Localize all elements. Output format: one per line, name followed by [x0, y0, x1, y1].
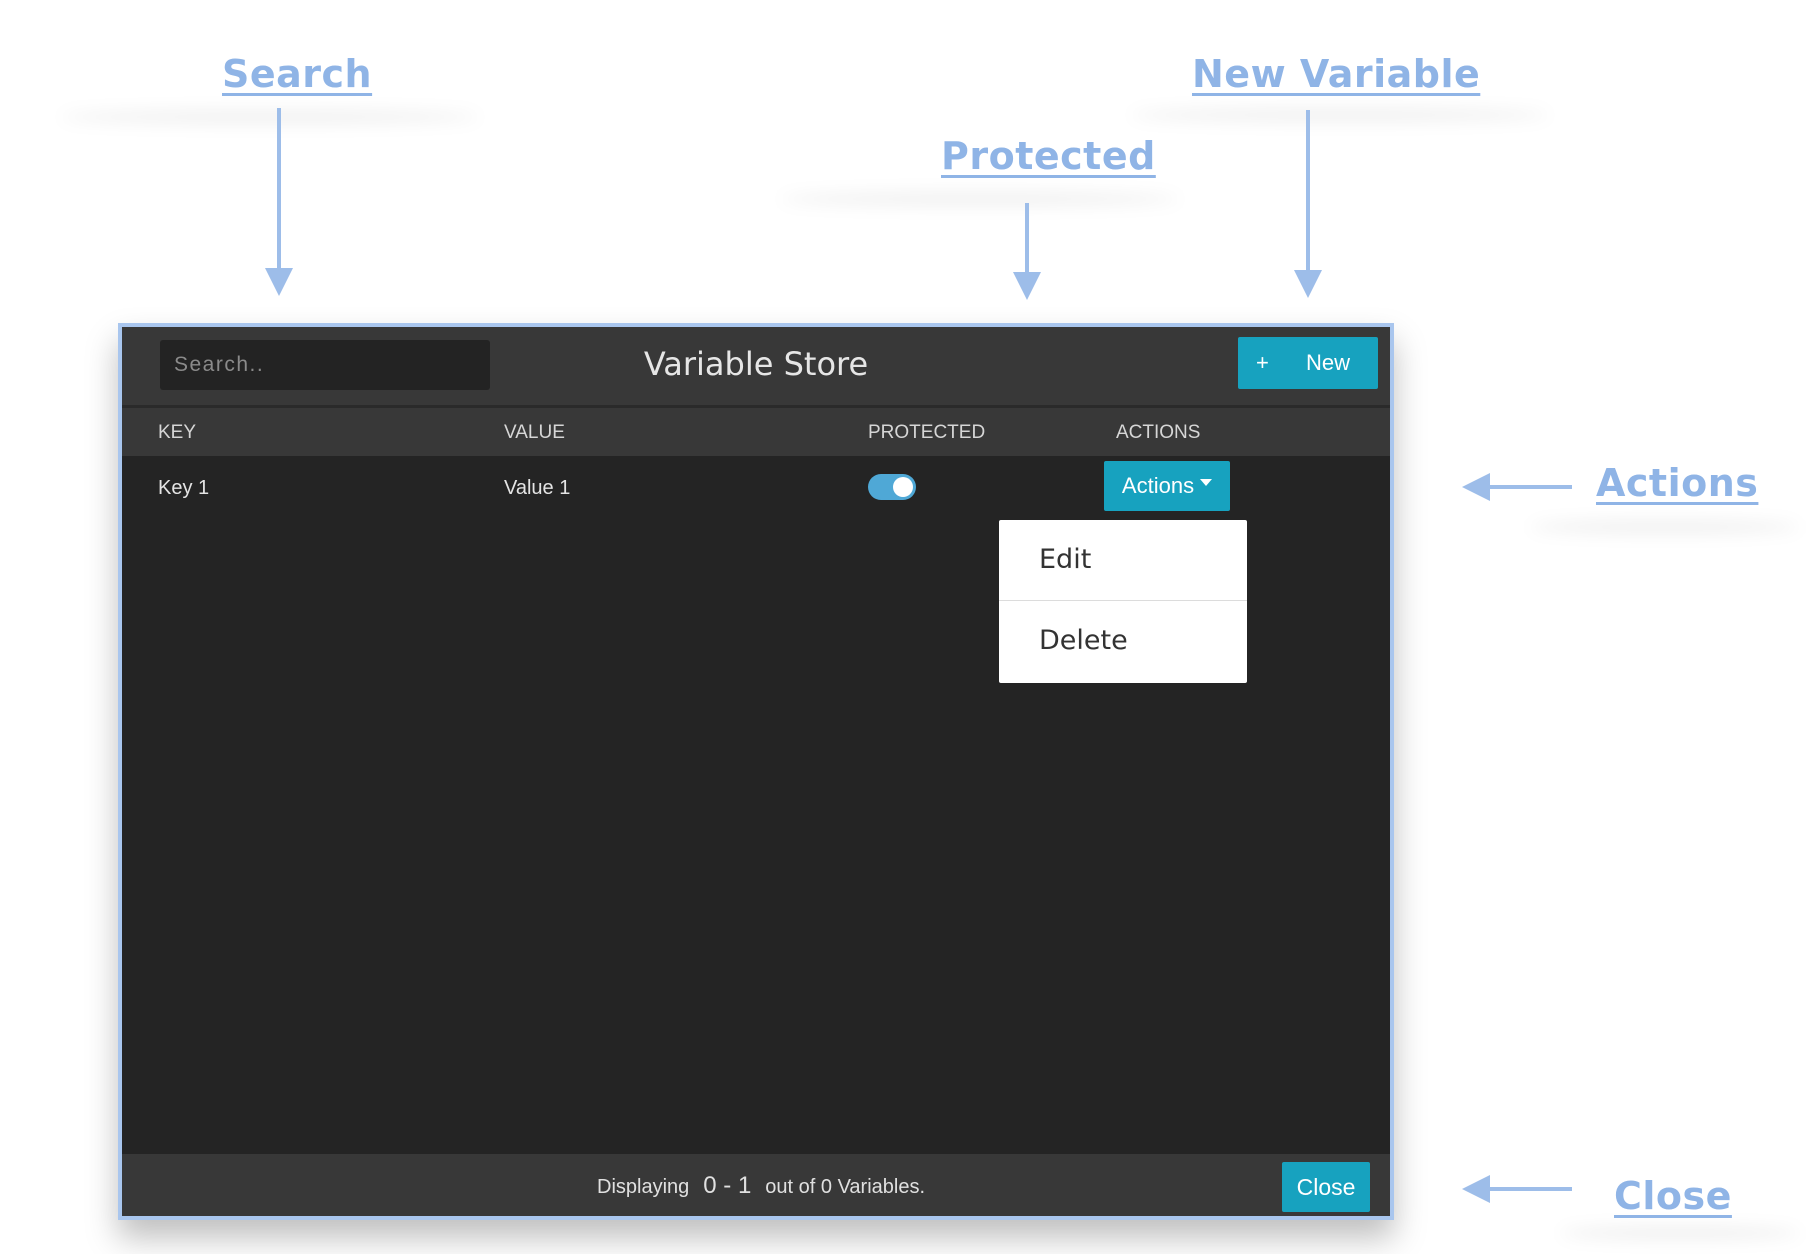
new-variable-button[interactable]: + New: [1238, 337, 1378, 389]
arrow-down-icon: [265, 108, 293, 296]
annotation-close: Close: [1614, 1174, 1732, 1218]
arrow-left-icon: [1462, 1175, 1572, 1203]
annotation-shadow: [60, 110, 480, 124]
footer-suffix: out of 0 Variables.: [765, 1176, 926, 1198]
variable-store-modal: Variable Store + New KEY VALUE PROTECTED…: [118, 323, 1394, 1220]
actions-dropdown-menu: Edit Delete: [999, 520, 1247, 683]
column-header-key: KEY: [158, 422, 197, 443]
footer-prefix: Displaying: [597, 1176, 690, 1198]
actions-button-label: Actions: [1121, 473, 1195, 498]
annotation-new-variable: New Variable: [1192, 52, 1481, 96]
search-input[interactable]: [160, 340, 490, 390]
modal-title: Variable Store: [643, 345, 869, 383]
column-header-protected: PROTECTED: [868, 422, 986, 443]
close-button[interactable]: Close: [1282, 1162, 1370, 1212]
row-value: Value 1: [504, 477, 571, 499]
annotation-shadow: [1560, 1226, 1800, 1240]
pagination-summary: Displaying 0 - 1 out of 0 Variables.: [597, 1172, 925, 1200]
footer-range: 0 - 1: [703, 1172, 752, 1199]
modal-header: Variable Store + New: [122, 327, 1390, 408]
arrow-down-icon: [1013, 203, 1041, 300]
annotation-shadow: [1130, 108, 1550, 122]
arrow-left-icon: [1462, 473, 1572, 501]
dropdown-item-edit[interactable]: Edit: [1039, 544, 1092, 575]
annotation-shadow: [1530, 520, 1800, 534]
actions-dropdown-button[interactable]: Actions: [1104, 461, 1230, 511]
annotation-actions: Actions: [1596, 461, 1759, 505]
plus-icon: +: [1256, 350, 1269, 375]
caret-down-icon: [1200, 478, 1213, 486]
dropdown-item-delete[interactable]: Delete: [1039, 625, 1128, 656]
annotation-shadow: [780, 192, 1180, 206]
protected-toggle[interactable]: [868, 474, 916, 500]
table-header: KEY VALUE PROTECTED ACTIONS: [122, 408, 1390, 456]
annotation-protected: Protected: [941, 134, 1156, 178]
arrow-down-icon: [1294, 110, 1322, 298]
table-row: Key 1 Value 1 Actions: [122, 456, 1390, 520]
column-header-actions: ACTIONS: [1116, 422, 1201, 443]
row-key: Key 1: [158, 477, 210, 499]
dropdown-divider: [999, 600, 1247, 601]
modal-footer: Displaying 0 - 1 out of 0 Variables. Clo…: [122, 1154, 1390, 1216]
toggle-knob: [893, 477, 913, 497]
new-button-label: New: [1305, 350, 1350, 375]
annotation-search: Search: [222, 52, 373, 96]
column-header-value: VALUE: [504, 422, 565, 443]
